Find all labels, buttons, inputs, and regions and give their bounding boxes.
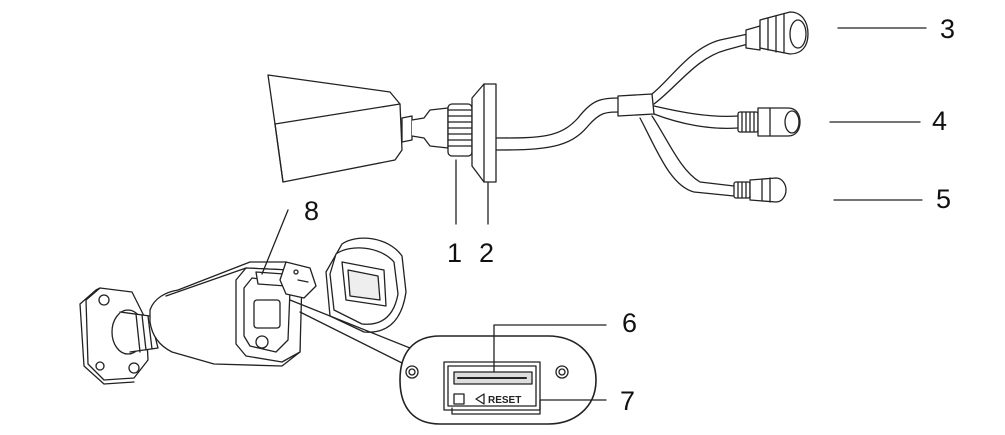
camera-neck [401,115,413,143]
inset-screw-left [405,365,419,379]
network-connector [745,11,809,55]
callout-5: 5 [936,184,952,214]
callout-2: 2 [479,238,495,268]
inset-screw-right [555,365,569,379]
callout-3: 3 [940,14,956,44]
camera-housing [267,74,403,183]
detail-inset: RESET [399,335,597,425]
ring-nut-ribs [447,109,473,147]
cable-splitter [617,93,655,117]
aux-connector [733,177,787,203]
power-connector [737,107,801,137]
reset-arrow [475,393,485,405]
cable-harness [495,33,749,197]
callout-8: 8 [304,196,320,226]
leader-6 [493,324,607,373]
lens-cover [325,237,407,333]
callout-7: 7 [620,386,636,416]
callout-1: 1 [447,238,463,268]
reset-label: RESET [488,395,521,406]
bottom-camera [79,261,317,385]
top-camera [267,74,497,225]
leader-8 [261,209,289,275]
callout-6: 6 [622,308,638,338]
callout-4: 4 [932,106,948,136]
sunshade-edge [274,103,401,125]
ring-nut [447,103,473,157]
leader-7 [451,399,607,415]
inset-connector-bottom [299,311,421,373]
reset-button [453,393,465,405]
